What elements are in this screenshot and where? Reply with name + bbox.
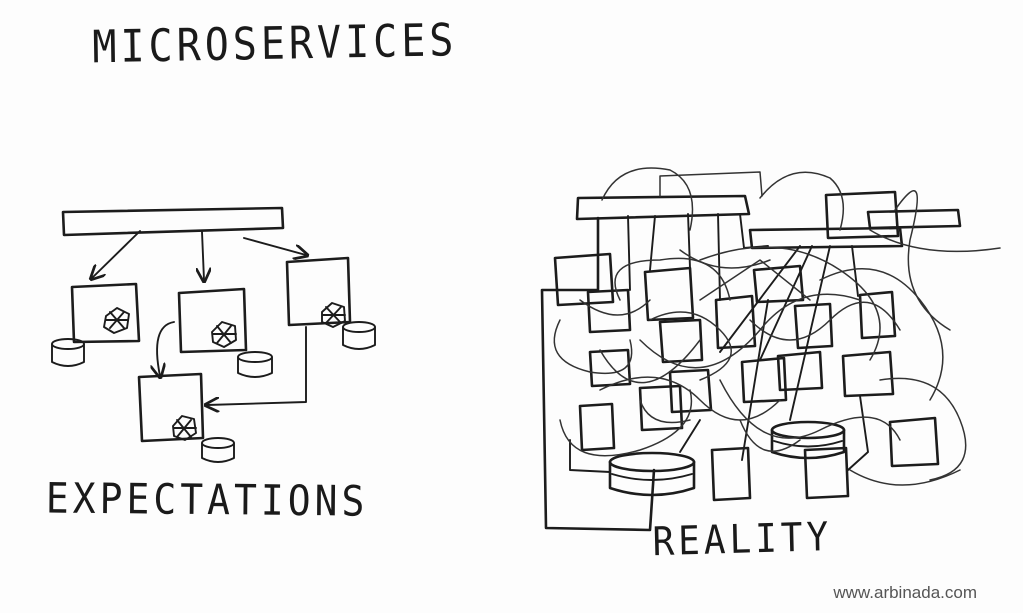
database-icon [608, 451, 696, 497]
database-icon [201, 437, 235, 463]
arrow-to-service-2 [202, 231, 204, 280]
database-icon [342, 321, 376, 350]
database-icon [770, 420, 846, 460]
gear-icon [103, 307, 130, 334]
reality-diagram [540, 167, 1001, 532]
watermark-text: www.arbinada.com [833, 583, 977, 602]
database-icon [237, 351, 273, 378]
gear-icon [211, 321, 237, 348]
service-box-2 [177, 287, 248, 354]
gear-icon [321, 302, 346, 328]
expectations-diagram [51, 206, 376, 463]
expectations-label: EXPECTATIONS [45, 474, 369, 526]
arrow-service-3-to-4 [207, 326, 307, 405]
arrow-service-2-to-4 [157, 321, 175, 376]
gateway-bar [575, 194, 751, 221]
gateway-bar [748, 226, 904, 250]
tangled-connections [553, 167, 1001, 486]
database-icon [51, 338, 85, 367]
gateway-bar [866, 208, 962, 230]
arrow-to-service-1 [92, 230, 141, 278]
service-boxes [553, 252, 940, 502]
connector-lines [569, 213, 869, 473]
outer-frame [540, 216, 656, 532]
gear-icon [172, 415, 197, 441]
gateway-bar [824, 190, 900, 240]
service-box-4 [137, 372, 205, 443]
reality-label: REALITY [652, 514, 833, 566]
service-box-1 [70, 282, 141, 344]
arrow-to-service-3 [243, 237, 306, 255]
gateway-bar [61, 206, 285, 237]
